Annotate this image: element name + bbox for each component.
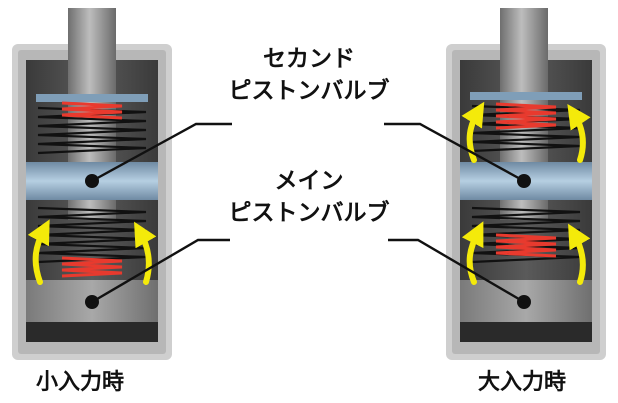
right-flow-arrow-upper-left [461, 101, 485, 163]
caption-large-input: 大入力時 [478, 370, 567, 395]
right-second-valve-plate-top [470, 92, 582, 100]
right-flow-arrow-lower-right [568, 223, 591, 285]
left-main-valve-compressed-spring [61, 256, 123, 278]
right-flow-arrow-upper-right [567, 104, 591, 163]
left-second-valve-compressed-spring [61, 101, 123, 120]
left-base [26, 322, 158, 342]
left-flow-arrow-left [27, 219, 50, 285]
left-flow-arrow-right [134, 221, 157, 285]
leader-second-to-left [91, 122, 232, 183]
caption-small-input: 小入力時 [36, 370, 125, 395]
left-shock-absorber [12, 8, 172, 360]
main-valve-label-line1: メイン [274, 168, 344, 194]
leader-second-to-right [384, 122, 525, 183]
leader-main-to-left [91, 238, 230, 304]
main-valve-label-line2: ピストンバルブ [228, 200, 390, 226]
leader-lines [91, 122, 525, 304]
leader-main-to-right [388, 238, 525, 304]
right-shock-absorber [446, 8, 606, 360]
second-valve-label-line1: セカンド [263, 46, 355, 72]
second-valve-label-line2: ピストンバルブ [228, 78, 390, 104]
right-main-valve-compressed-spring [495, 233, 557, 258]
right-flow-arrow-lower-left [461, 221, 484, 285]
right-base [460, 322, 592, 342]
right-second-valve-compressed-spring [495, 102, 557, 130]
left-second-valve-plate-top [36, 94, 148, 102]
